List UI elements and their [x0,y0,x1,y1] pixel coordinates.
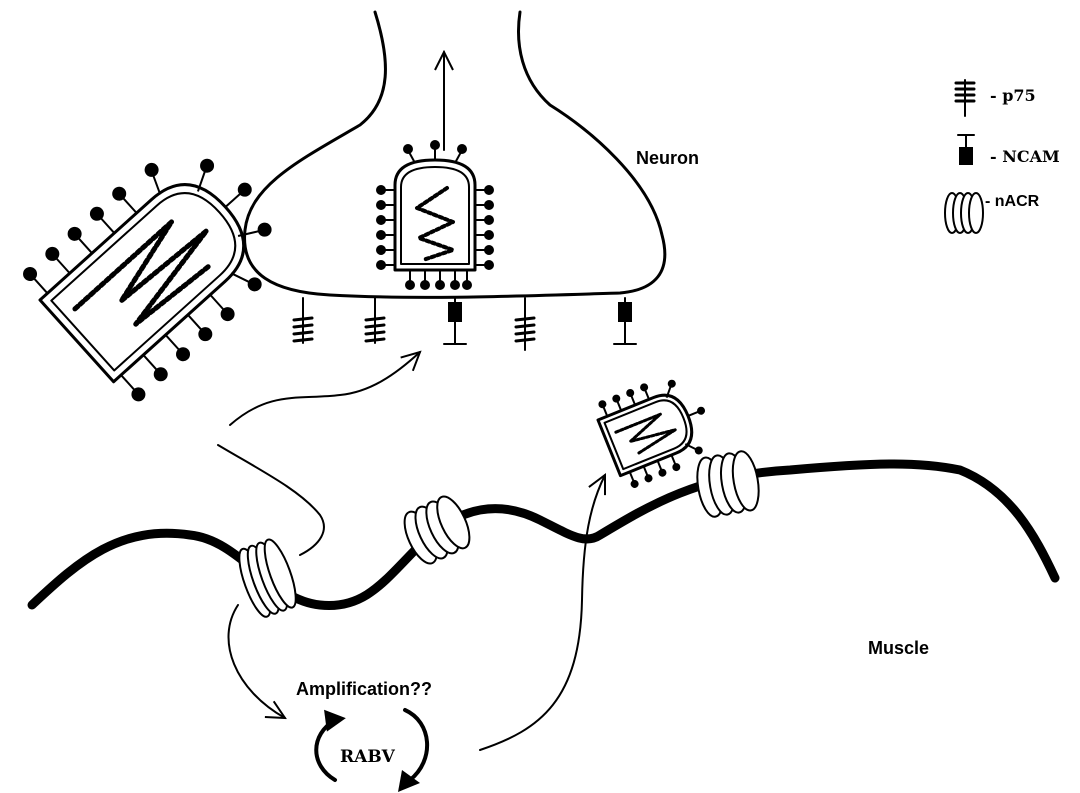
p75-receptor [294,298,312,343]
legend-ncam-icon [958,135,974,165]
nacr-receptor [693,449,763,519]
rabv-label: RABV [340,747,396,767]
p75-receptor [516,298,534,350]
amplification-entry-arrow [229,605,285,718]
legend: - p75 - NCAM - nACR [945,80,1060,233]
legend-nacr-label: - nACR [985,193,1040,210]
p75-receptor [366,298,384,343]
muscle-membrane [32,464,1055,606]
virion-to-muscle-path [218,445,324,555]
neuron-label: Neuron [636,148,699,168]
amplification-label: Amplification?? [296,679,432,699]
ncam-receptor [614,298,636,344]
legend-nacr-icon [945,193,983,233]
rabv-virion-internalized [377,141,493,289]
legend-ncam-label: - NCAM [990,147,1060,166]
muscle-label: Muscle [868,638,929,658]
nacr-receptor [233,536,302,620]
legend-p75-label: - p75 [990,86,1036,105]
legend-p75-icon [956,80,974,116]
ncam-receptor [444,298,466,344]
entry-arrow-to-neuron [230,352,420,425]
rabv-virion-large [19,121,308,406]
neuron-terminal [245,12,665,297]
